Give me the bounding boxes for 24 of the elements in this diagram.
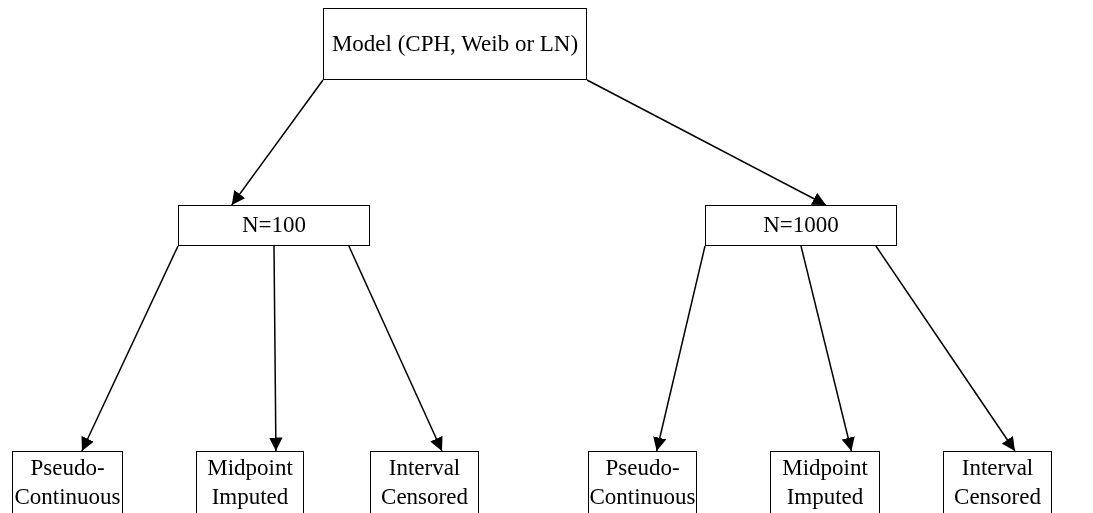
box-label: Midpoint Imputed	[781, 453, 869, 511]
arrow	[653, 245, 706, 452]
process-box	[770, 451, 880, 513]
arrow	[81, 245, 179, 452]
box-label: N=1000	[763, 211, 839, 240]
box-label: Interval Censored	[953, 453, 1042, 511]
process-box	[323, 8, 587, 80]
process-box	[370, 451, 479, 513]
arrow	[231, 79, 324, 206]
arrow	[875, 245, 1016, 452]
box-label: Midpoint Imputed	[206, 453, 294, 511]
box-label: N=100	[241, 211, 307, 240]
arrow	[800, 245, 855, 452]
box-label: Model (CPH, Weib or LN)	[331, 29, 579, 58]
process-box	[196, 451, 304, 513]
box-label: Interval Censored	[380, 453, 469, 511]
arrow	[269, 245, 283, 452]
box-label: Pseudo-Continuous	[589, 453, 696, 511]
arrow	[586, 79, 827, 206]
process-box	[943, 451, 1052, 513]
process-box	[178, 205, 370, 246]
arrow	[348, 245, 443, 452]
process-box	[705, 205, 897, 246]
box-label: Pseudo-Continuous	[13, 453, 122, 511]
